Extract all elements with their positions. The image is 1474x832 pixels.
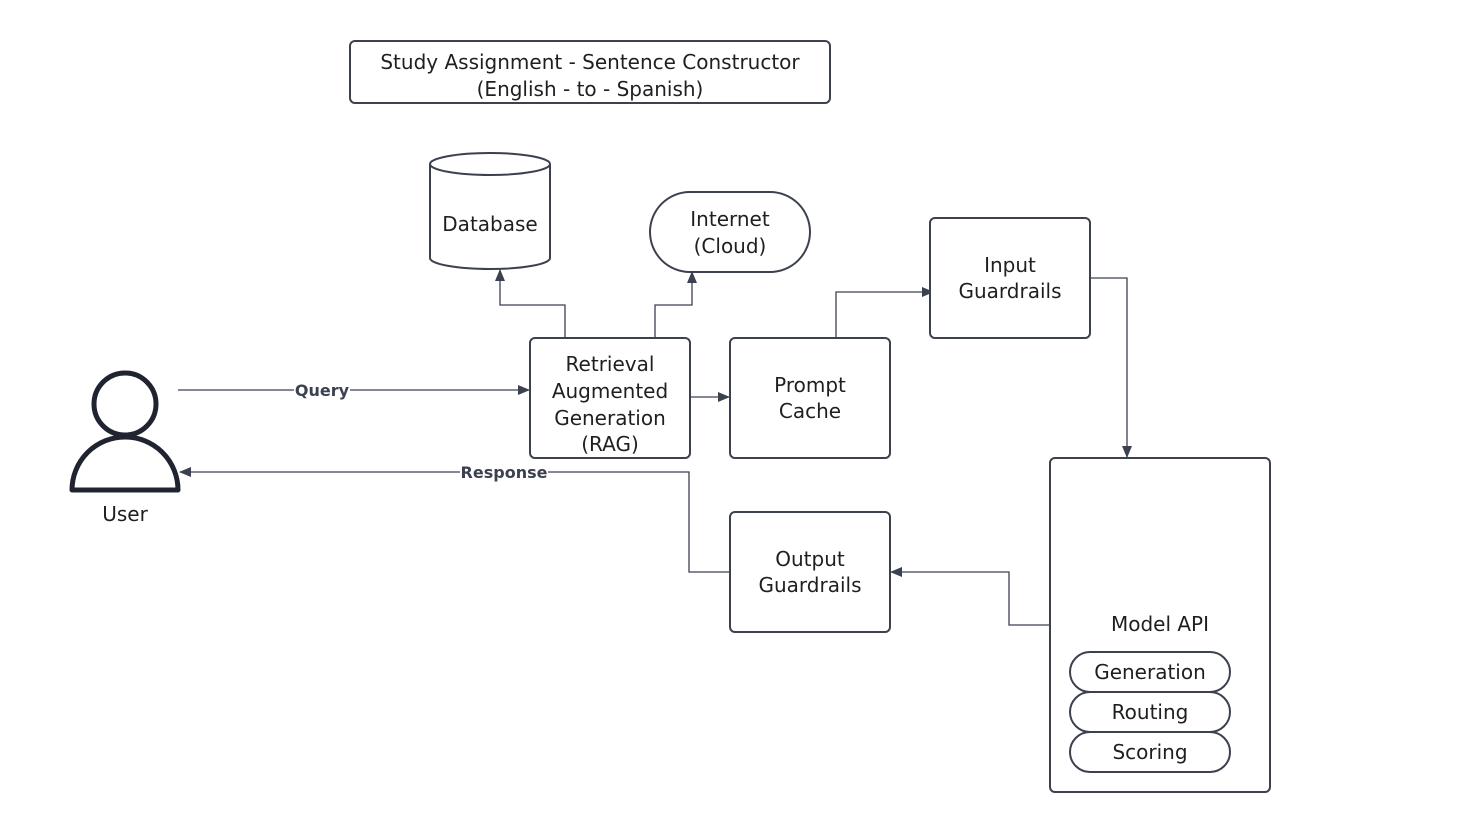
output-guardrails-label-line-2: Guardrails (758, 573, 861, 597)
rag-label-line-1: Retrieval (566, 352, 655, 376)
edge-input-guardrails-model-api (1090, 277, 1132, 458)
model-api-item-label: Scoring (1112, 740, 1187, 764)
internet-label-line-2: (Cloud) (694, 234, 767, 258)
model-api-item-label: Generation (1094, 660, 1206, 684)
edge-rag-database (495, 269, 566, 338)
edge-rag-internet (654, 271, 697, 338)
rag-label-line-4: (RAG) (581, 432, 639, 456)
input-guardrails-label-line-2: Guardrails (958, 279, 1061, 303)
internet-node: Internet (Cloud) (649, 191, 811, 273)
edge-labels: Query Response (294, 380, 548, 482)
model-api-item-generation: Generation (1069, 651, 1231, 693)
response-label: Response (461, 463, 548, 482)
title-line-2: (English - to - Spanish) (477, 77, 704, 101)
prompt-cache-label-line-1: Prompt (774, 373, 846, 397)
rag-label-line-2: Augmented (552, 379, 668, 403)
model-api-item-routing: Routing (1069, 691, 1231, 733)
query-label: Query (295, 381, 350, 400)
output-guardrails-label-line-1: Output (775, 547, 845, 571)
database-node: Database (429, 152, 551, 270)
model-api-title: Model API (1111, 612, 1209, 636)
output-guardrails-node: Output Guardrails (729, 511, 891, 633)
title-line-1: Study Assignment - Sentence Constructor (380, 50, 800, 74)
edge-response (179, 467, 730, 573)
user-label: User (102, 502, 148, 526)
model-api-item-label: Routing (1112, 700, 1189, 724)
model-api-node: Model API Generation Routing Scoring (1049, 457, 1271, 793)
edge-prompt-cache-input-guardrails (835, 287, 934, 338)
rag-node: Retrieval Augmented Generation (RAG) (529, 337, 691, 459)
edge-model-api-output-guardrails (890, 567, 1050, 626)
internet-label-line-1: Internet (690, 207, 770, 231)
user-actor: User (69, 370, 181, 526)
edges (178, 269, 1132, 626)
prompt-cache-node: Prompt Cache (729, 337, 891, 459)
prompt-cache-label-line-2: Cache (779, 399, 841, 423)
user-icon (69, 370, 181, 493)
database-label: Database (442, 212, 537, 236)
input-guardrails-label-line-1: Input (984, 253, 1036, 277)
diagram-title: Study Assignment - Sentence Constructor … (349, 40, 831, 104)
database-icon (429, 152, 551, 270)
model-api-item-scoring: Scoring (1069, 731, 1231, 773)
input-guardrails-node: Input Guardrails (929, 217, 1091, 339)
rag-label-line-3: Generation (554, 406, 666, 430)
